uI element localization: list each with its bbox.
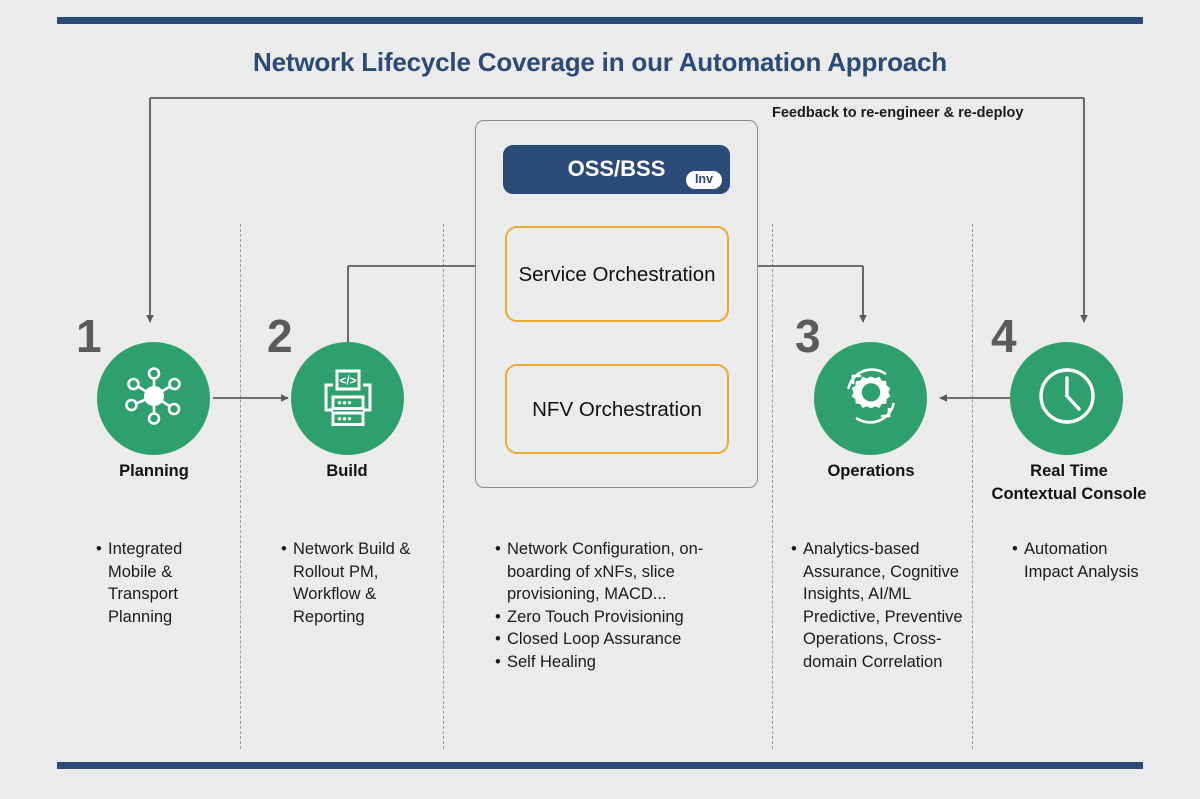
list-item: Automation Impact Analysis	[1012, 538, 1140, 583]
list-item: Integrated Mobile & Transport Planning	[96, 538, 231, 628]
list-item: Network Configuration, on-boarding of xN…	[495, 538, 757, 606]
oss-bss-block[interactable]: OSS/BSS Inv	[503, 145, 730, 194]
stage-bullets-planning: Integrated Mobile & Transport Planning	[96, 538, 231, 628]
center-bullets: Network Configuration, on-boarding of xN…	[495, 538, 757, 673]
stage-circle-build[interactable]: </>	[291, 342, 404, 455]
svg-text:</>: </>	[339, 376, 356, 388]
column-divider-4	[972, 224, 973, 749]
code-server-stack-icon: </>	[313, 361, 383, 436]
list-item: Closed Loop Assurance	[495, 628, 757, 651]
inventory-badge: Inv	[685, 171, 722, 189]
list-item: Zero Touch Provisioning	[495, 606, 757, 629]
nfv-orchestration-block[interactable]: NFV Orchestration	[505, 364, 729, 454]
stage-number-3: 3	[795, 310, 821, 362]
clock-icon	[1030, 359, 1104, 438]
stage-number-2: 2	[267, 310, 293, 362]
stage-circle-console[interactable]	[1010, 342, 1123, 455]
stage-title-planning: Planning	[119, 462, 189, 480]
column-divider-1	[240, 224, 241, 749]
top-rule	[57, 17, 1143, 24]
oss-bss-label: OSS/BSS	[567, 156, 666, 181]
stage-title-build: Build	[326, 462, 368, 480]
page-title: Network Lifecycle Coverage in our Automa…	[253, 47, 947, 77]
stage-circle-planning[interactable]	[97, 342, 210, 455]
list-item: Network Build & Rollout PM, Workflow & R…	[281, 538, 431, 628]
stage-title-console: Real Time Contextual Console	[991, 462, 1147, 503]
stage-bullets-build: Network Build & Rollout PM, Workflow & R…	[281, 538, 431, 628]
stage-bullets-operations: Analytics-based Assurance, Cognitive Ins…	[791, 538, 966, 673]
service-orchestration-block[interactable]: Service Orchestration	[505, 226, 729, 322]
stage-number-4: 4	[991, 310, 1017, 362]
stage-title-operations: Operations	[827, 462, 915, 480]
bottom-rule	[57, 762, 1143, 769]
column-divider-2	[443, 224, 444, 749]
feedback-label: Feedback to re-engineer & re-deploy	[772, 105, 1024, 121]
list-item: Self Healing	[495, 651, 757, 674]
stage-bullets-console: Automation Impact Analysis	[1012, 538, 1140, 583]
column-divider-3	[772, 224, 773, 749]
list-item: Analytics-based Assurance, Cognitive Ins…	[791, 538, 966, 673]
gear-refresh-scan-icon	[835, 360, 907, 437]
network-hub-icon	[118, 360, 190, 437]
stage-number-1: 1	[76, 310, 102, 362]
stage-circle-operations[interactable]	[814, 342, 927, 455]
